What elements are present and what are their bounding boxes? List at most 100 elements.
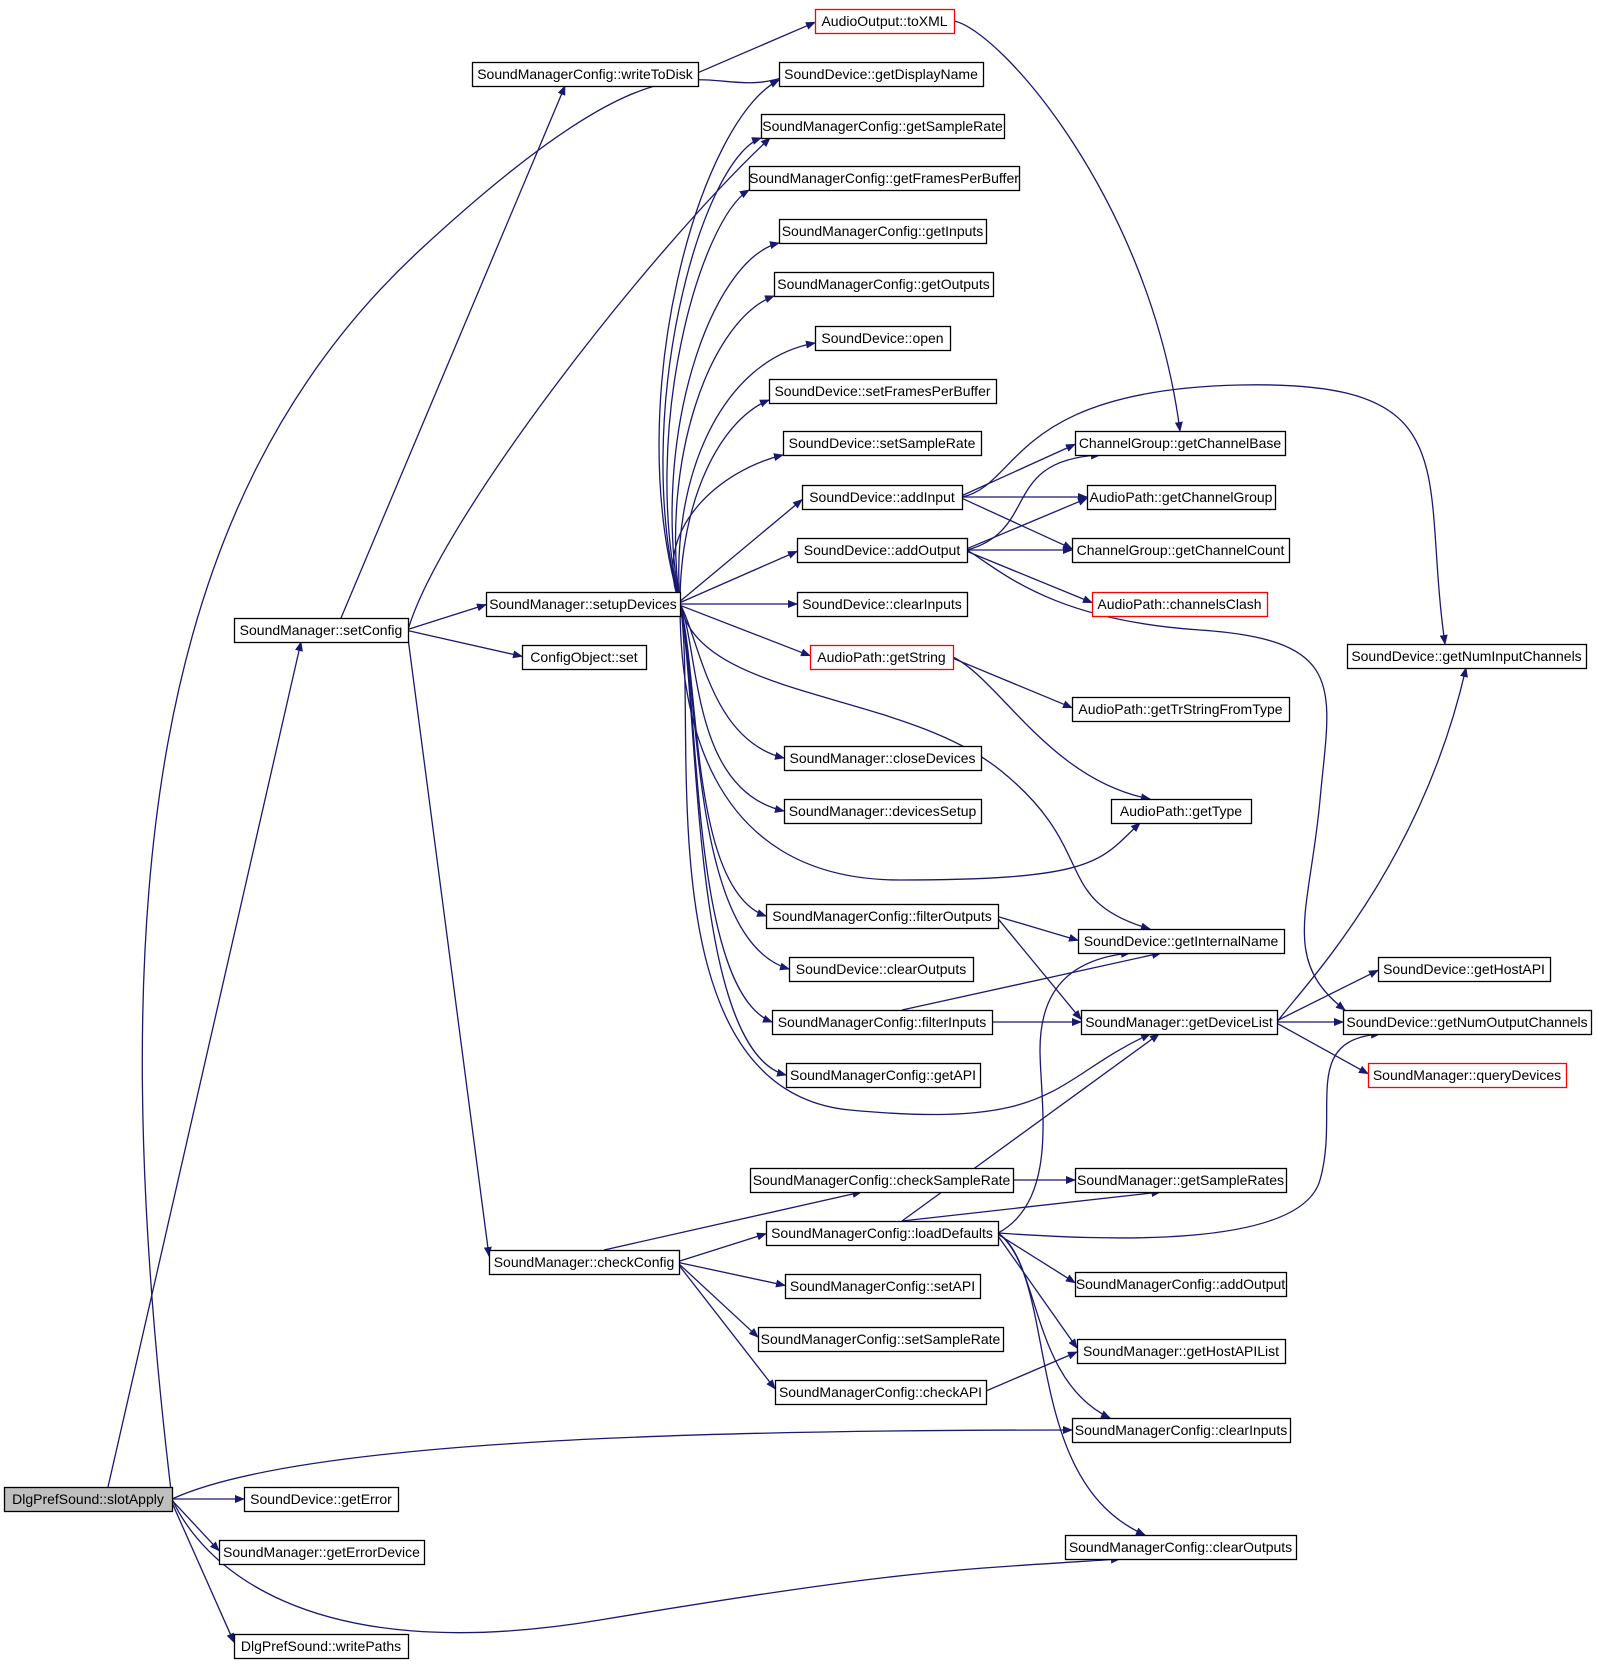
node-getAPI[interactable]: SoundManagerConfig::getAPI [785, 1062, 982, 1089]
node-label: AudioPath::getType [1120, 803, 1242, 819]
node-getSampleRate[interactable]: SoundManagerConfig::getSampleRate [760, 113, 1006, 140]
node-clearOutputsCfg[interactable]: SoundManagerConfig::clearOutputs [1064, 1534, 1298, 1561]
node-label: SoundDevice::getError [250, 1491, 392, 1507]
node-getDeviceList[interactable]: SoundManager::getDeviceList [1080, 1009, 1279, 1036]
node-label: SoundManagerConfig::checkAPI [779, 1384, 982, 1400]
edge-setupDevices-to-open [678, 340, 816, 605]
edge-setConfig-to-checkConfig [407, 637, 492, 1257]
node-box [796, 537, 969, 564]
node-label: AudioOutput::toXML [821, 13, 947, 29]
node-getHostAPIList[interactable]: SoundManager::getHostAPIList [1076, 1338, 1287, 1365]
node-closeDevices[interactable]: SoundManager::closeDevices [783, 745, 983, 772]
node-label: SoundManager::getErrorDevice [223, 1544, 420, 1560]
node-label: SoundDevice::getNumInputChannels [1351, 648, 1581, 664]
node-getErrorDevice[interactable]: SoundManager::getErrorDevice [218, 1539, 426, 1566]
node-label: SoundManager::closeDevices [790, 750, 976, 766]
edges-layer [107, 20, 1468, 1644]
node-slotApply[interactable]: DlgPrefSound::slotApply [3, 1486, 174, 1513]
node-getInputs[interactable]: SoundManagerConfig::getInputs [778, 218, 988, 245]
edge-setConfig-to-configSet [407, 630, 523, 659]
edge-loadDefaults-to-getSampleRates [901, 1189, 1162, 1222]
node-addOutputCfg[interactable]: SoundManagerConfig::addOutput [1074, 1271, 1288, 1298]
node-box [783, 798, 983, 825]
node-addOutput[interactable]: SoundDevice::addOutput [796, 537, 969, 564]
node-toXML[interactable]: AudioOutput::toXML [814, 8, 956, 35]
node-getChannelGroup[interactable]: AudioPath::getChannelGroup [1086, 484, 1277, 511]
node-box [1074, 430, 1287, 457]
edge-loadDefaults-to-getInternalName [997, 949, 1131, 1234]
node-writePaths[interactable]: DlgPrefSound::writePaths [233, 1633, 410, 1660]
node-label: ConfigObject::set [530, 649, 637, 665]
edge-addOutput-to-channelsClash [966, 550, 1093, 604]
node-filterInputs[interactable]: SoundManagerConfig::filterInputs [771, 1009, 994, 1036]
edge-loadDefaults-to-getNumOutputChannels [997, 1030, 1381, 1239]
node-getType[interactable]: AudioPath::getType [1110, 798, 1253, 825]
node-getSampleRates[interactable]: SoundManager::getSampleRates [1074, 1167, 1288, 1194]
node-setAPI[interactable]: SoundManagerConfig::setAPI [784, 1273, 982, 1300]
node-sdSetSampleRate[interactable]: SoundDevice::setSampleRate [782, 430, 983, 457]
node-clearOutputsSD[interactable]: SoundDevice::clearOutputs [788, 956, 975, 983]
node-channelsClash[interactable]: AudioPath::channelsClash [1091, 591, 1269, 618]
node-clearInputsSD[interactable]: SoundDevice::clearInputs [796, 591, 969, 618]
node-getFramesPerBuffer[interactable]: SoundManagerConfig::getFramesPerBuffer [748, 165, 1021, 192]
node-label: SoundManager::getDeviceList [1085, 1014, 1273, 1030]
node-setConfig[interactable]: SoundManager::setConfig [233, 617, 410, 644]
node-getHostAPI[interactable]: SoundDevice::getHostAPI [1377, 956, 1552, 983]
node-label: SoundDevice::getHostAPI [1383, 961, 1545, 977]
edge-addOutput-to-getChannelGroup [966, 497, 1088, 550]
node-writeToDisk[interactable]: SoundManagerConfig::writeToDisk [471, 61, 700, 88]
edge-filterOutputs-to-getInternalName [997, 916, 1079, 942]
edge-setupDevices-to-filterOutputs [679, 603, 767, 917]
node-devicesSetup[interactable]: SoundManager::devicesSetup [783, 798, 983, 825]
node-box [814, 8, 956, 35]
edge-addOutput-to-getNumOutputChannels [966, 549, 1346, 1011]
node-label: SoundManager::queryDevices [1373, 1067, 1561, 1083]
node-label: AudioPath::channelsClash [1097, 596, 1261, 612]
node-loadDefaults[interactable]: SoundManagerConfig::loadDefaults [765, 1220, 1000, 1247]
node-getTrString[interactable]: AudioPath::getTrStringFromType [1071, 696, 1291, 723]
node-checkConfig[interactable]: SoundManager::checkConfig [488, 1249, 681, 1276]
edge-setupDevices-to-getFramesPerBuffer [666, 189, 750, 605]
node-getInternalName[interactable]: SoundDevice::getInternalName [1077, 928, 1286, 955]
node-label: SoundManager::setConfig [240, 622, 403, 638]
node-box [760, 113, 1006, 140]
edge-loadDefaults-to-getHostAPIList [997, 1235, 1078, 1349]
node-configSet[interactable]: ConfigObject::set [521, 644, 648, 671]
edge-setConfig-to-setupDevices [407, 603, 487, 630]
node-box [1086, 484, 1277, 511]
node-clearInputsCfg[interactable]: SoundManagerConfig::clearInputs [1071, 1417, 1292, 1444]
node-box [1342, 1009, 1593, 1036]
node-getChannelCount[interactable]: ChannelGroup::getChannelCount [1071, 537, 1291, 564]
node-label: DlgPrefSound::slotApply [12, 1491, 164, 1507]
node-open[interactable]: SoundDevice::open [814, 325, 952, 352]
node-box [796, 591, 969, 618]
node-checkAPI[interactable]: SoundManagerConfig::checkAPI [774, 1379, 988, 1406]
edge-checkConfig-to-setSampleRateCfg [678, 1263, 759, 1338]
node-filterOutputs[interactable]: SoundManagerConfig::filterOutputs [765, 903, 1000, 930]
node-getChannelBase[interactable]: ChannelGroup::getChannelBase [1074, 430, 1287, 457]
node-setFramesPerBuffer[interactable]: SoundDevice::setFramesPerBuffer [768, 378, 998, 405]
edge-slotApply-to-setConfig [107, 641, 303, 1488]
node-box [814, 325, 952, 352]
node-checkSampleRate[interactable]: SoundManagerConfig::checkSampleRate [749, 1167, 1015, 1194]
node-getNumOutputChannels[interactable]: SoundDevice::getNumOutputChannels [1342, 1009, 1593, 1036]
edge-checkConfig-to-loadDefaults [678, 1232, 767, 1262]
edge-slotApply-to-writePaths [171, 1502, 235, 1644]
node-getError[interactable]: SoundDevice::getError [243, 1486, 400, 1513]
node-box [809, 644, 955, 671]
node-getNumInputChannels[interactable]: SoundDevice::getNumInputChannels [1346, 643, 1588, 670]
node-getOutputs[interactable]: SoundManagerConfig::getOutputs [773, 271, 995, 298]
node-addInput[interactable]: SoundDevice::addInput [801, 484, 964, 511]
node-label: AudioPath::getChannelGroup [1090, 489, 1273, 505]
edge-checkConfig-to-checkSampleRate [603, 1190, 863, 1251]
edge-setupDevices-to-getOutputs [674, 295, 775, 605]
node-setSampleRateCfg[interactable]: SoundManagerConfig::setSampleRate [757, 1326, 1005, 1353]
node-box [471, 61, 700, 88]
node-getDisplayName[interactable]: SoundDevice::getDisplayName [778, 61, 985, 88]
node-getString[interactable]: AudioPath::getString [809, 644, 955, 671]
edge-checkAPI-to-getHostAPIList [985, 1351, 1078, 1392]
edge-setupDevices-to-closeDevices [679, 603, 785, 760]
node-queryDevices[interactable]: SoundManager::queryDevices [1367, 1062, 1568, 1089]
node-label: SoundDevice::addInput [809, 489, 955, 505]
node-setupDevices[interactable]: SoundManager::setupDevices [485, 591, 682, 618]
